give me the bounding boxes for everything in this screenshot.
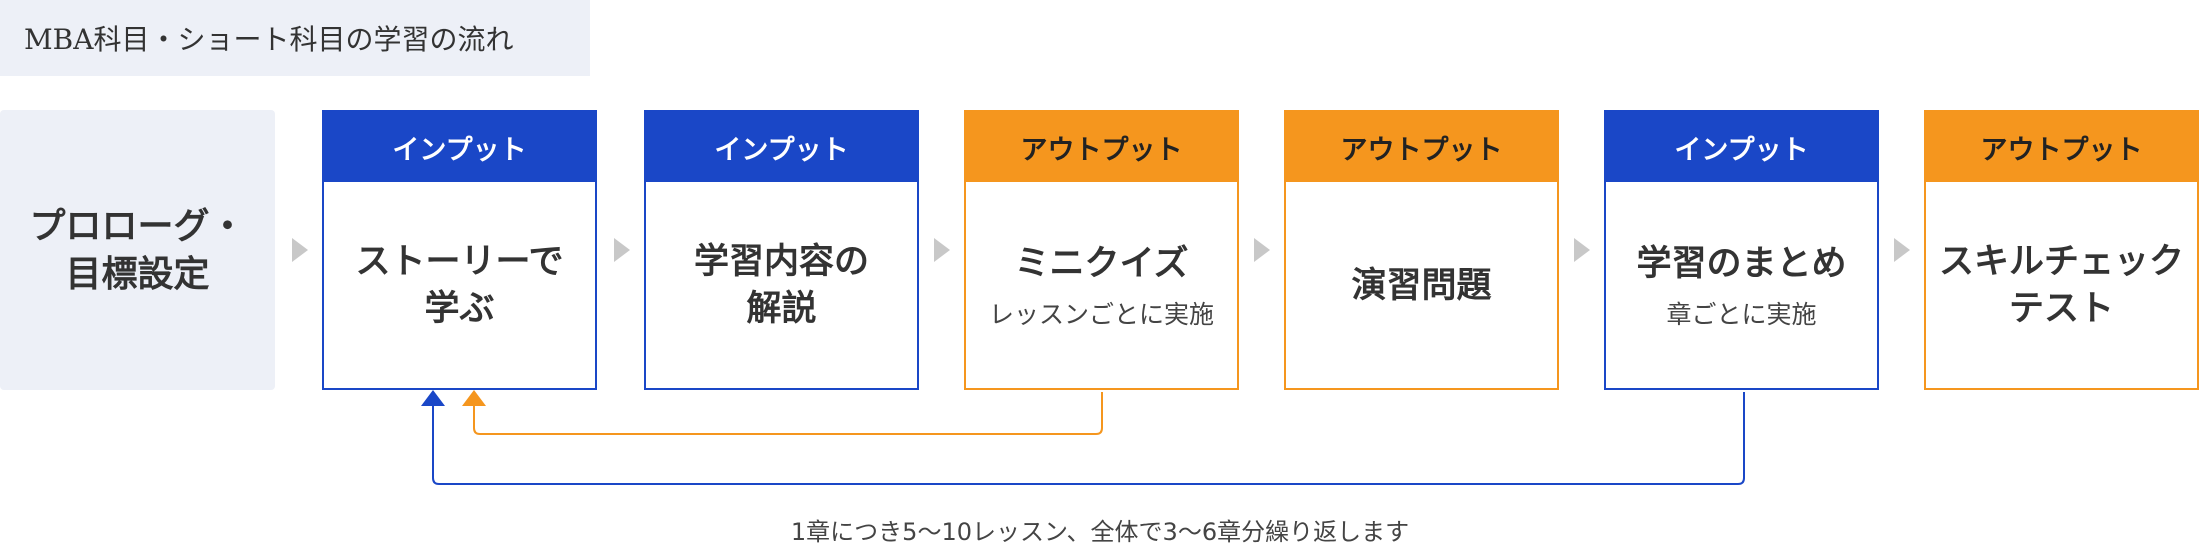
step-body: 演習問題	[1286, 182, 1557, 388]
chevron-right-icon	[934, 238, 950, 262]
chevron-right-icon	[1574, 238, 1590, 262]
chevron-right-icon	[292, 238, 308, 262]
step-title: スキルチェック テスト	[1938, 241, 2184, 329]
step-body: 学習のまとめ 章ごとに実施	[1606, 182, 1877, 388]
chevron-right-icon	[614, 238, 630, 262]
step-header: アウトプット	[966, 112, 1237, 182]
step-card-mini-quiz: アウトプット ミニクイズ レッスンごとに実施	[964, 110, 1239, 390]
step-card-skill-check: アウトプット スキルチェック テスト	[1924, 110, 2199, 390]
flow-title: MBA科目・ショート科目の学習の流れ	[0, 0, 590, 76]
step-subtitle: 章ごとに実施	[1666, 299, 1817, 329]
step-body: ミニクイズ レッスンごとに実施	[966, 182, 1237, 388]
chevron-right-icon	[1254, 238, 1270, 262]
step-title: 学習のまとめ	[1636, 242, 1847, 284]
chapter-loop-arrowhead-icon	[421, 390, 445, 406]
repeat-note: 1章につき5〜10レッスン、全体で3〜6章分繰り返します	[790, 518, 1410, 546]
step-card-exercises: アウトプット 演習問題	[1284, 110, 1559, 390]
prologue-box: プロローグ・ 目標設定	[0, 110, 275, 390]
step-body: 学習内容の 解説	[646, 182, 917, 388]
step-header: アウトプット	[1926, 112, 2197, 182]
step-title: 演習問題	[1351, 264, 1492, 306]
step-header: インプット	[324, 112, 595, 182]
chapter-loop-line	[432, 392, 1745, 485]
step-body: スキルチェック テスト	[1926, 182, 2197, 388]
step-body: ストーリーで 学ぶ	[324, 182, 595, 388]
chevron-right-icon	[1894, 238, 1910, 262]
quiz-loop-line	[473, 392, 1103, 435]
step-card-summary: インプット 学習のまとめ 章ごとに実施	[1604, 110, 1879, 390]
step-title: ミニクイズ	[1014, 242, 1189, 284]
step-subtitle: レッスンごとに実施	[988, 299, 1214, 329]
step-title: ストーリーで 学ぶ	[355, 241, 564, 329]
step-header: アウトプット	[1286, 112, 1557, 182]
step-card-explanation: インプット 学習内容の 解説	[644, 110, 919, 390]
quiz-loop-arrowhead-icon	[462, 390, 486, 406]
step-header: インプット	[646, 112, 917, 182]
step-title: 学習内容の 解説	[693, 241, 869, 329]
step-card-story: インプット ストーリーで 学ぶ	[322, 110, 597, 390]
step-header: インプット	[1606, 112, 1877, 182]
